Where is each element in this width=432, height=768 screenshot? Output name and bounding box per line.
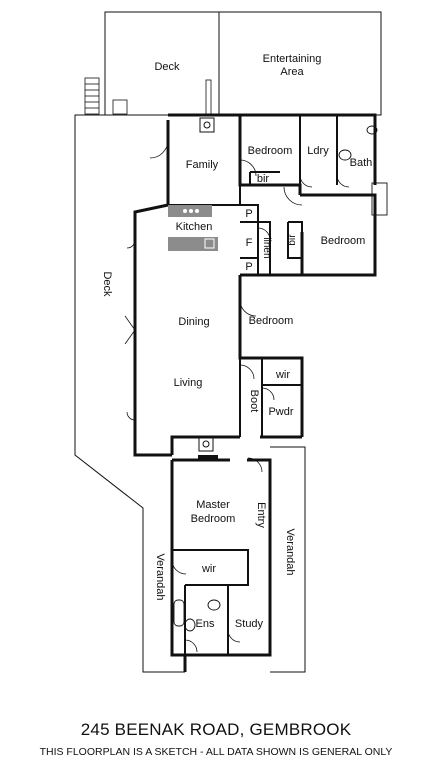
ensuite-fixtures — [173, 599, 221, 632]
cooktop-icon — [183, 209, 199, 213]
side-deck-outline — [74, 114, 185, 673]
label-boot: Boot — [248, 390, 260, 413]
master-window-sill — [198, 455, 218, 461]
verandah-right-outline — [270, 446, 306, 673]
label-kitchen: Kitchen — [176, 221, 213, 233]
label-verandah-left: Verandah — [154, 553, 166, 600]
label-bath: Bath — [350, 157, 373, 169]
label-pantry-1: P — [245, 208, 252, 220]
label-fridge: F — [246, 237, 253, 249]
label-entertaining: Entertaining — [263, 53, 322, 65]
label-master-bedroom: Bedroom — [191, 513, 236, 525]
deck-top-outline — [104, 11, 382, 116]
label-bedroom-3: Bedroom — [249, 315, 294, 327]
label-powder: Pwdr — [268, 406, 293, 418]
label-bir-2: bir — [287, 234, 298, 246]
label-study: Study — [235, 618, 264, 630]
label-deck-side: Deck — [101, 271, 113, 297]
label-pantry-2: P — [245, 261, 252, 273]
property-address: 245 BEENAK ROAD, GEMBROOK — [80, 720, 352, 739]
label-living: Living — [174, 377, 203, 389]
sink-icon — [204, 238, 215, 249]
label-bir-1: bir — [257, 173, 270, 185]
heater-icon — [198, 436, 214, 452]
label-ensuite: Ens — [196, 618, 215, 630]
room-labels: Deck Entertaining Area Family Bedroom bi… — [101, 53, 372, 630]
label-wir-1: wir — [275, 369, 290, 381]
label-laundry: Ldry — [307, 145, 329, 157]
door-swings — [124, 139, 350, 653]
label-deck-top: Deck — [154, 61, 180, 73]
label-entry: Entry — [255, 502, 267, 528]
label-bedroom-1: Bedroom — [248, 145, 293, 157]
label-bedroom-2: Bedroom — [321, 235, 366, 247]
label-linen: linen — [261, 237, 272, 258]
post-icon — [205, 79, 212, 115]
exterior-walls — [133, 113, 377, 672]
label-dining: Dining — [178, 316, 209, 328]
label-verandah-right: Verandah — [284, 528, 296, 575]
floor-plan: Deck Entertaining Area Family Bedroom bi… — [74, 11, 388, 673]
label-entertaining-area: Area — [280, 66, 304, 78]
bath-fixtures — [338, 125, 388, 216]
label-master: Master — [196, 499, 230, 511]
label-family: Family — [186, 159, 219, 171]
fireplace-icon — [199, 117, 215, 133]
steps-icon — [84, 77, 128, 115]
label-wir-2: wir — [201, 563, 216, 575]
disclaimer-note: THIS FLOORPLAN IS A SKETCH - ALL DATA SH… — [39, 746, 393, 758]
